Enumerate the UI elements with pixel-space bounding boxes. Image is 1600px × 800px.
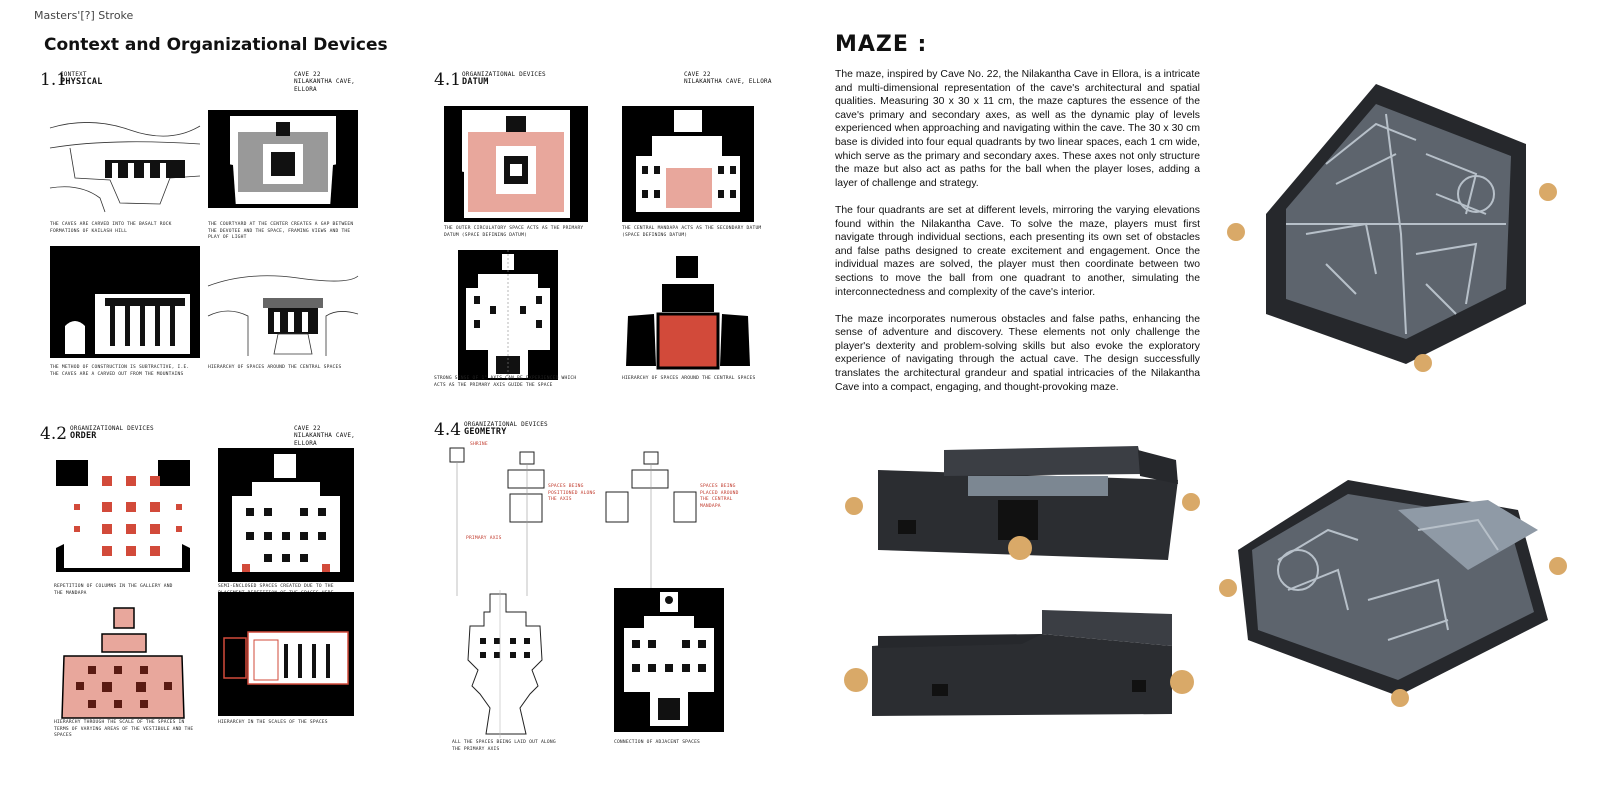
cave-line-1: CAVE 22 bbox=[684, 71, 711, 78]
maze-description: The maze, inspired by Cave No. 22, the N… bbox=[835, 68, 1200, 408]
section-kicker: ORGANIZATIONAL DEVICES bbox=[462, 71, 546, 78]
plan-courtyard-gray bbox=[208, 110, 358, 208]
section-name: GEOMETRY bbox=[464, 427, 507, 437]
axis-plan bbox=[458, 250, 558, 380]
label-spaces-along-axis: SPACES BEING POSITIONED ALONG THE AXIS bbox=[548, 484, 596, 502]
maze-model-side-view-2 bbox=[844, 610, 1194, 716]
left-title: Context and Organizational Devices bbox=[44, 35, 388, 55]
caption-4-1-b: THE CENTRAL MANDAPA ACTS AS THE SECONDAR… bbox=[622, 226, 762, 238]
maze-model-top-view bbox=[1227, 84, 1557, 372]
caption-4-1-d: HIERARCHY OF SPACES AROUND THE CENTRAL S… bbox=[622, 376, 756, 381]
datum-plan-center bbox=[622, 106, 754, 222]
section-name: PHYSICAL bbox=[60, 77, 103, 87]
label-spaces-around-mandapa: SPACES BEING PLACED AROUND THE CENTRAL M… bbox=[700, 484, 739, 509]
caption-4-4-b: CONNECTION OF ADJACENT SPACES bbox=[614, 740, 701, 745]
section-number: 4.1 bbox=[434, 70, 462, 90]
section-number: 4.4 bbox=[434, 420, 462, 440]
caption-4-2-a: REPETITION OF COLUMNS IN THE GALLERY AND… bbox=[54, 584, 173, 596]
caption-1-1-d: HIERARCHY OF SPACES AROUND THE CENTRAL S… bbox=[208, 365, 342, 370]
geometry-axis-diagram bbox=[449, 447, 697, 596]
section-kicker: CONTEXT bbox=[60, 71, 87, 78]
section-sketch-dark bbox=[50, 246, 200, 358]
caption-1-1-b: THE COURTYARD AT THE CENTER CREATES A GA… bbox=[208, 222, 354, 241]
maze-model-angled-view bbox=[1219, 480, 1567, 707]
cave-line-1: CAVE 22 bbox=[294, 425, 321, 432]
header-label: Masters'[?] Stroke bbox=[34, 9, 134, 22]
elevation-sketch-1 bbox=[49, 108, 201, 213]
geometry-outline-plan bbox=[467, 590, 543, 738]
section-4-1: 4.1 ORGANIZATIONAL DEVICES DATUM CAVE 22… bbox=[434, 70, 774, 390]
section-4-2: 4.2 ORGANIZATIONAL DEVICES ORDER CAVE 22… bbox=[40, 424, 380, 764]
caption-4-4-a: ALL THE SPACES BEING LAID OUT ALONG THE … bbox=[452, 740, 556, 752]
label-primary-axis: PRIMARY AXIS bbox=[466, 536, 502, 541]
order-semi-enclosed-plan bbox=[218, 448, 354, 582]
cave-line-1: CAVE 22 bbox=[294, 71, 321, 78]
section-name: DATUM bbox=[462, 77, 489, 87]
caption-4-2-c: HIERARCHY THROUGH THE SCALE OF THE SPACE… bbox=[54, 720, 194, 739]
cave-line-2: NILAKANTHA CAVE, ELLORA bbox=[684, 78, 772, 85]
order-scale-section bbox=[218, 592, 354, 716]
cave-line-2: NILAKANTHA CAVE, ELLORA bbox=[294, 432, 355, 447]
section-number: 1.1 bbox=[40, 70, 68, 90]
caption-4-1-a: THE OUTER CIRCULATORY SPACE ACTS AS THE … bbox=[444, 226, 584, 238]
section-1-1: 1.1 CONTEXT PHYSICAL CAVE 22 NILAKANTHA … bbox=[40, 70, 370, 390]
cave-line-2: NILAKANTHA CAVE, ELLORA bbox=[294, 78, 355, 93]
order-scale-plan-pink bbox=[61, 607, 185, 719]
maze-paragraph-1: The maze, inspired by Cave No. 22, the N… bbox=[835, 69, 1200, 189]
caption-4-2-d: HIERARCHY IN THE SCALES OF THE SPACES bbox=[218, 720, 328, 725]
section-name: ORDER bbox=[70, 431, 97, 441]
maze-paragraph-2: The four quadrants are set at different … bbox=[835, 204, 1200, 298]
maze-model-side-view-1 bbox=[845, 446, 1200, 560]
caption-1-1-c: THE METHOD OF CONSTRUCTION IS SUBTRACTIV… bbox=[50, 365, 190, 377]
section-number: 4.2 bbox=[40, 424, 68, 444]
section-kicker: ORGANIZATIONAL DEVICES bbox=[464, 421, 548, 428]
label-shrine: SHRINE bbox=[470, 442, 488, 447]
hierarchy-plan-red bbox=[626, 256, 750, 370]
maze-paragraph-3: The maze incorporates numerous obstacles… bbox=[835, 313, 1200, 393]
order-columns-plan bbox=[54, 458, 192, 574]
datum-plan-pink bbox=[444, 106, 588, 222]
section-4-4: 4.4 ORGANIZATIONAL DEVICES GEOMETRY SHRI… bbox=[434, 420, 774, 760]
caption-1-1-a: THE CAVES ARE CARVED INTO THE BASALT ROC… bbox=[50, 222, 172, 234]
maze-title: MAZE : bbox=[835, 32, 928, 57]
caption-4-1-c: STRONG SENSE OF 1° AXIS CAN BE EXPERIENC… bbox=[434, 376, 577, 388]
section-kicker: ORGANIZATIONAL DEVICES bbox=[70, 425, 154, 432]
geometry-dark-plan bbox=[614, 588, 724, 732]
elevation-sketch-2 bbox=[207, 266, 359, 358]
